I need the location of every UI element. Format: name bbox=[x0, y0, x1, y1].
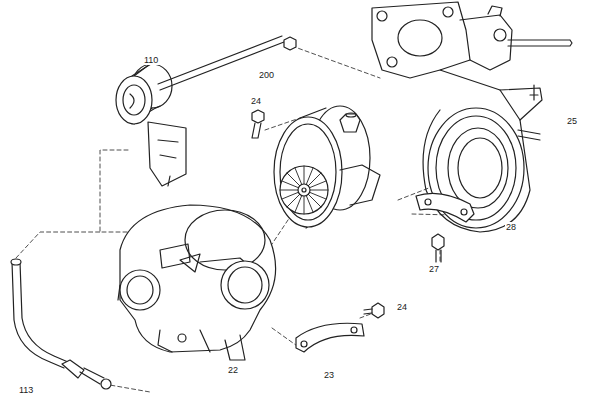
callout-number: 200 bbox=[258, 70, 275, 80]
compressor-housing bbox=[118, 205, 276, 360]
callout-number: 113 bbox=[18, 385, 34, 395]
callout-number: 27 bbox=[428, 264, 440, 274]
callout-number: 110 bbox=[143, 55, 159, 65]
callout-number: 23 bbox=[323, 370, 335, 380]
callout-number: 28 bbox=[505, 222, 517, 232]
oil-hose bbox=[11, 259, 111, 389]
callout-number: 22 bbox=[227, 365, 239, 375]
callout-number: 24 bbox=[396, 302, 408, 312]
wastegate-actuator bbox=[116, 36, 284, 186]
callout-number: 25 bbox=[566, 116, 578, 126]
turbine-housing bbox=[372, 2, 572, 232]
callout-number: 24 bbox=[250, 96, 262, 106]
center-cartridge bbox=[274, 106, 380, 228]
